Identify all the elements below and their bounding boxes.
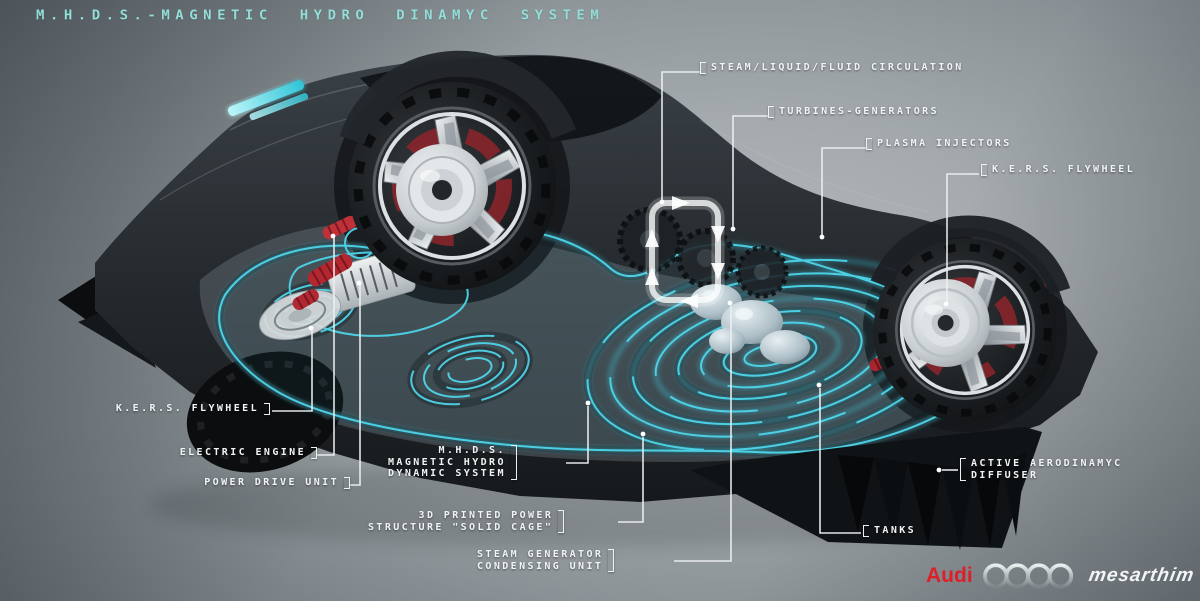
callout-label: K.E.R.S. FLYWHEEL	[115, 403, 259, 414]
leader-tanks	[819, 388, 861, 534]
callout-plasma-injectors: PLASMA INJECTORS	[866, 138, 1012, 150]
callout-label: K.E.R.S. FLYWHEEL	[992, 164, 1136, 175]
flow-arrow-down-icon	[711, 226, 725, 243]
leader-steam-circulation	[661, 71, 700, 200]
bracket-right	[311, 447, 317, 459]
leader-plasma	[821, 147, 866, 235]
callout-kers-flywheel-left: K.E.R.S. FLYWHEEL	[116, 403, 270, 415]
page-title: M.H.D.S.-MAGNETIC HYDRO DINAMYC SYSTEM	[36, 8, 605, 24]
circulation-loop-graphic	[645, 196, 725, 308]
callout-steam-circulation: STEAM/LIQUID/FLUID CIRCULATION	[700, 62, 964, 74]
bracket-left	[863, 525, 869, 537]
callout-power-drive-unit: POWER DRIVE UNIT	[204, 477, 350, 489]
callout-electric-engine: ELECTRIC ENGINE	[180, 447, 317, 459]
leader-turbines	[732, 115, 768, 228]
leader-solid-cage	[618, 437, 644, 523]
flow-arrow-right-icon	[672, 196, 690, 210]
callout-label: STEAM/LIQUID/FLUID CIRCULATION	[711, 62, 964, 73]
callout-steam-generator: STEAM GENERATOR CONDENSING UNIT	[477, 549, 615, 572]
flow-arrow-up-icon	[645, 267, 659, 285]
front-wheel	[339, 50, 577, 290]
callout-mhds-system: M.H.D.S. MAGNETIC HYDRO DYNAMIC SYSTEM	[388, 445, 517, 480]
flow-arrow-up-icon	[645, 229, 659, 247]
callout-solid-cage: 3D PRINTED POWER STRUCTURE "SOLID CAGE"	[368, 510, 565, 533]
bracket-left	[700, 62, 706, 74]
leader-electric-engine	[317, 238, 335, 456]
artist-signature: mesarthim	[1087, 565, 1196, 586]
bracket-right	[608, 549, 615, 572]
bracket-right	[264, 403, 270, 415]
bracket-left	[960, 458, 966, 481]
bracket-left	[866, 138, 872, 150]
callout-label-line: 3D PRINTED POWER	[418, 510, 554, 521]
callout-kers-flywheel-right: K.E.R.S. FLYWHEEL	[981, 164, 1135, 176]
kers-flywheel-hub	[901, 278, 990, 367]
callout-tanks: TANKS	[863, 525, 916, 537]
leader-kers-right	[946, 173, 979, 302]
callout-turbines-generators: TURBINES-GENERATORS	[768, 106, 939, 118]
audi-rings-icon	[982, 563, 1073, 589]
callout-label-line: CONDENSING UNIT	[477, 560, 604, 572]
branding-bar: Audi mesarthim	[926, 556, 1196, 596]
flow-arrow-down-icon	[711, 263, 725, 280]
callout-label: ELECTRIC ENGINE	[179, 447, 306, 458]
bracket-right	[558, 510, 565, 533]
callout-label-line: ACTIVE AERODINAMYC	[971, 458, 1123, 469]
leader-mhds	[566, 406, 589, 464]
callout-label-line: STEAM GENERATOR	[477, 549, 604, 560]
callout-label-line: DYNAMIC SYSTEM	[388, 468, 506, 479]
callout-label-line: MAGNETIC HYDRO	[388, 456, 506, 468]
audi-wordmark: Audi	[926, 564, 973, 587]
callout-label: TANKS	[874, 525, 917, 536]
callout-active-diffuser: ACTIVE AERODINAMYC DIFFUSER	[960, 458, 1123, 481]
bracket-right	[344, 477, 350, 489]
front-hub-motor	[396, 144, 488, 236]
headlight-strip	[228, 80, 309, 121]
bracket-left	[981, 164, 987, 176]
callout-label-line: DIFFUSER	[971, 469, 1039, 481]
callout-label: POWER DRIVE UNIT	[204, 477, 339, 488]
leader-steam-generator	[674, 306, 732, 562]
leader-power-drive	[350, 285, 361, 486]
leader-kers-left	[272, 330, 313, 412]
diffuser-fins	[690, 427, 1042, 550]
callout-label-line: M.H.D.S.	[438, 445, 506, 456]
flow-arrow-left-icon	[680, 294, 698, 308]
callout-label: PLASMA INJECTORS	[877, 138, 1012, 149]
callout-label-line: STRUCTURE "SOLID CAGE"	[368, 521, 554, 533]
rear-wheel	[870, 215, 1071, 422]
bracket-right	[510, 445, 517, 480]
bracket-left	[768, 106, 774, 118]
callout-label: TURBINES-GENERATORS	[779, 106, 939, 117]
